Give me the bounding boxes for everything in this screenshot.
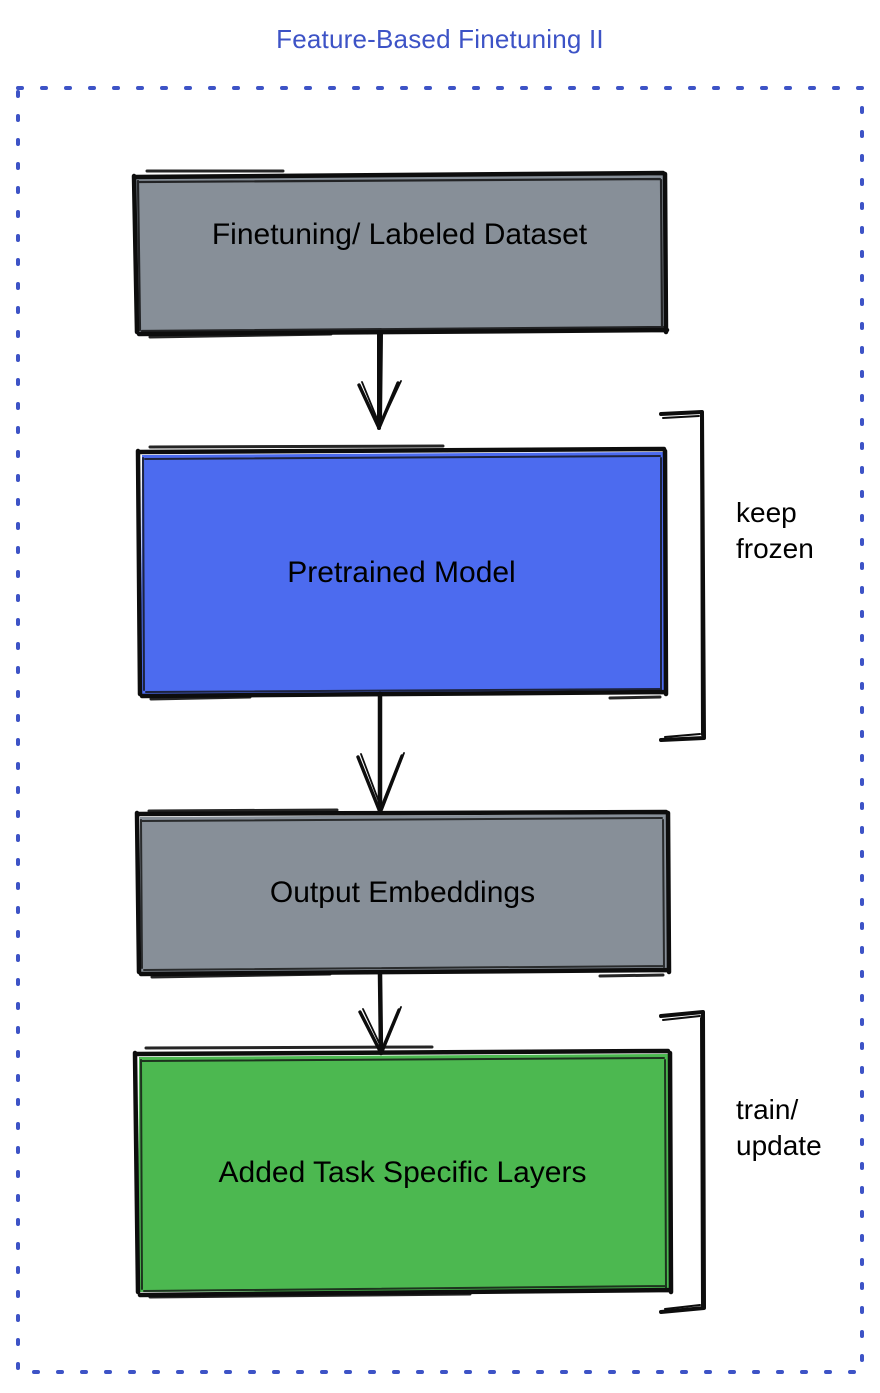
bracket-train-update: [659, 1010, 706, 1314]
node-pretrained[interactable]: [135, 444, 669, 701]
node-label-tasklayers: Added Task Specific Layers: [218, 1156, 587, 1189]
node-label-embeddings: Output Embeddings: [269, 876, 536, 909]
annotation-keep-frozen: keep frozen: [736, 497, 814, 565]
edge-arrow-2: [356, 691, 405, 815]
edge-arrow-3: [358, 971, 402, 1056]
dashed-container: [16, 86, 864, 1374]
node-label-dataset: Finetuning/ Labeled Dataset: [211, 218, 588, 251]
bracket-keep-frozen: [659, 410, 706, 742]
node-dataset[interactable]: [131, 169, 670, 339]
edge-arrow-1: [357, 331, 402, 430]
node-label-pretrained: Pretrained Model: [287, 556, 516, 589]
page-title: Feature-Based Finetuning II: [276, 24, 604, 54]
node-embeddings[interactable]: [134, 808, 672, 979]
annotation-train-update: train/ update: [736, 1094, 822, 1162]
node-tasklayers[interactable]: [132, 1045, 674, 1299]
